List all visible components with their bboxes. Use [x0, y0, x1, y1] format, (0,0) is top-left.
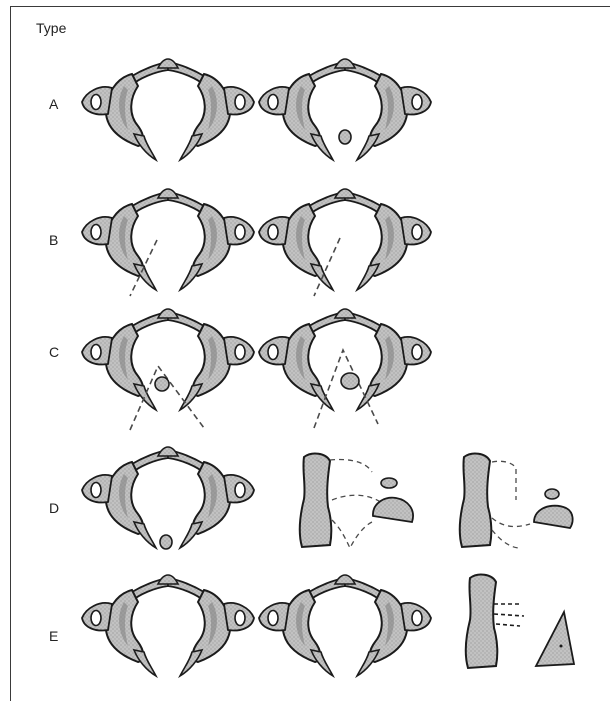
row-b-panel-2 — [259, 189, 431, 296]
row-e-panel-1 — [82, 575, 254, 676]
row-c-panel-1 — [82, 309, 254, 430]
row-e-panel-3 — [466, 575, 574, 668]
row-a-panel-1 — [82, 59, 254, 160]
row-d-panel-2 — [300, 454, 413, 548]
row-a-panel-2 — [259, 59, 431, 160]
row-d-panel-3 — [460, 454, 573, 548]
row-c-panel-2 — [259, 309, 431, 428]
row-b-panel-1 — [82, 189, 254, 296]
row-e-panel-2 — [259, 575, 431, 676]
row-d-panel-1 — [82, 447, 254, 549]
